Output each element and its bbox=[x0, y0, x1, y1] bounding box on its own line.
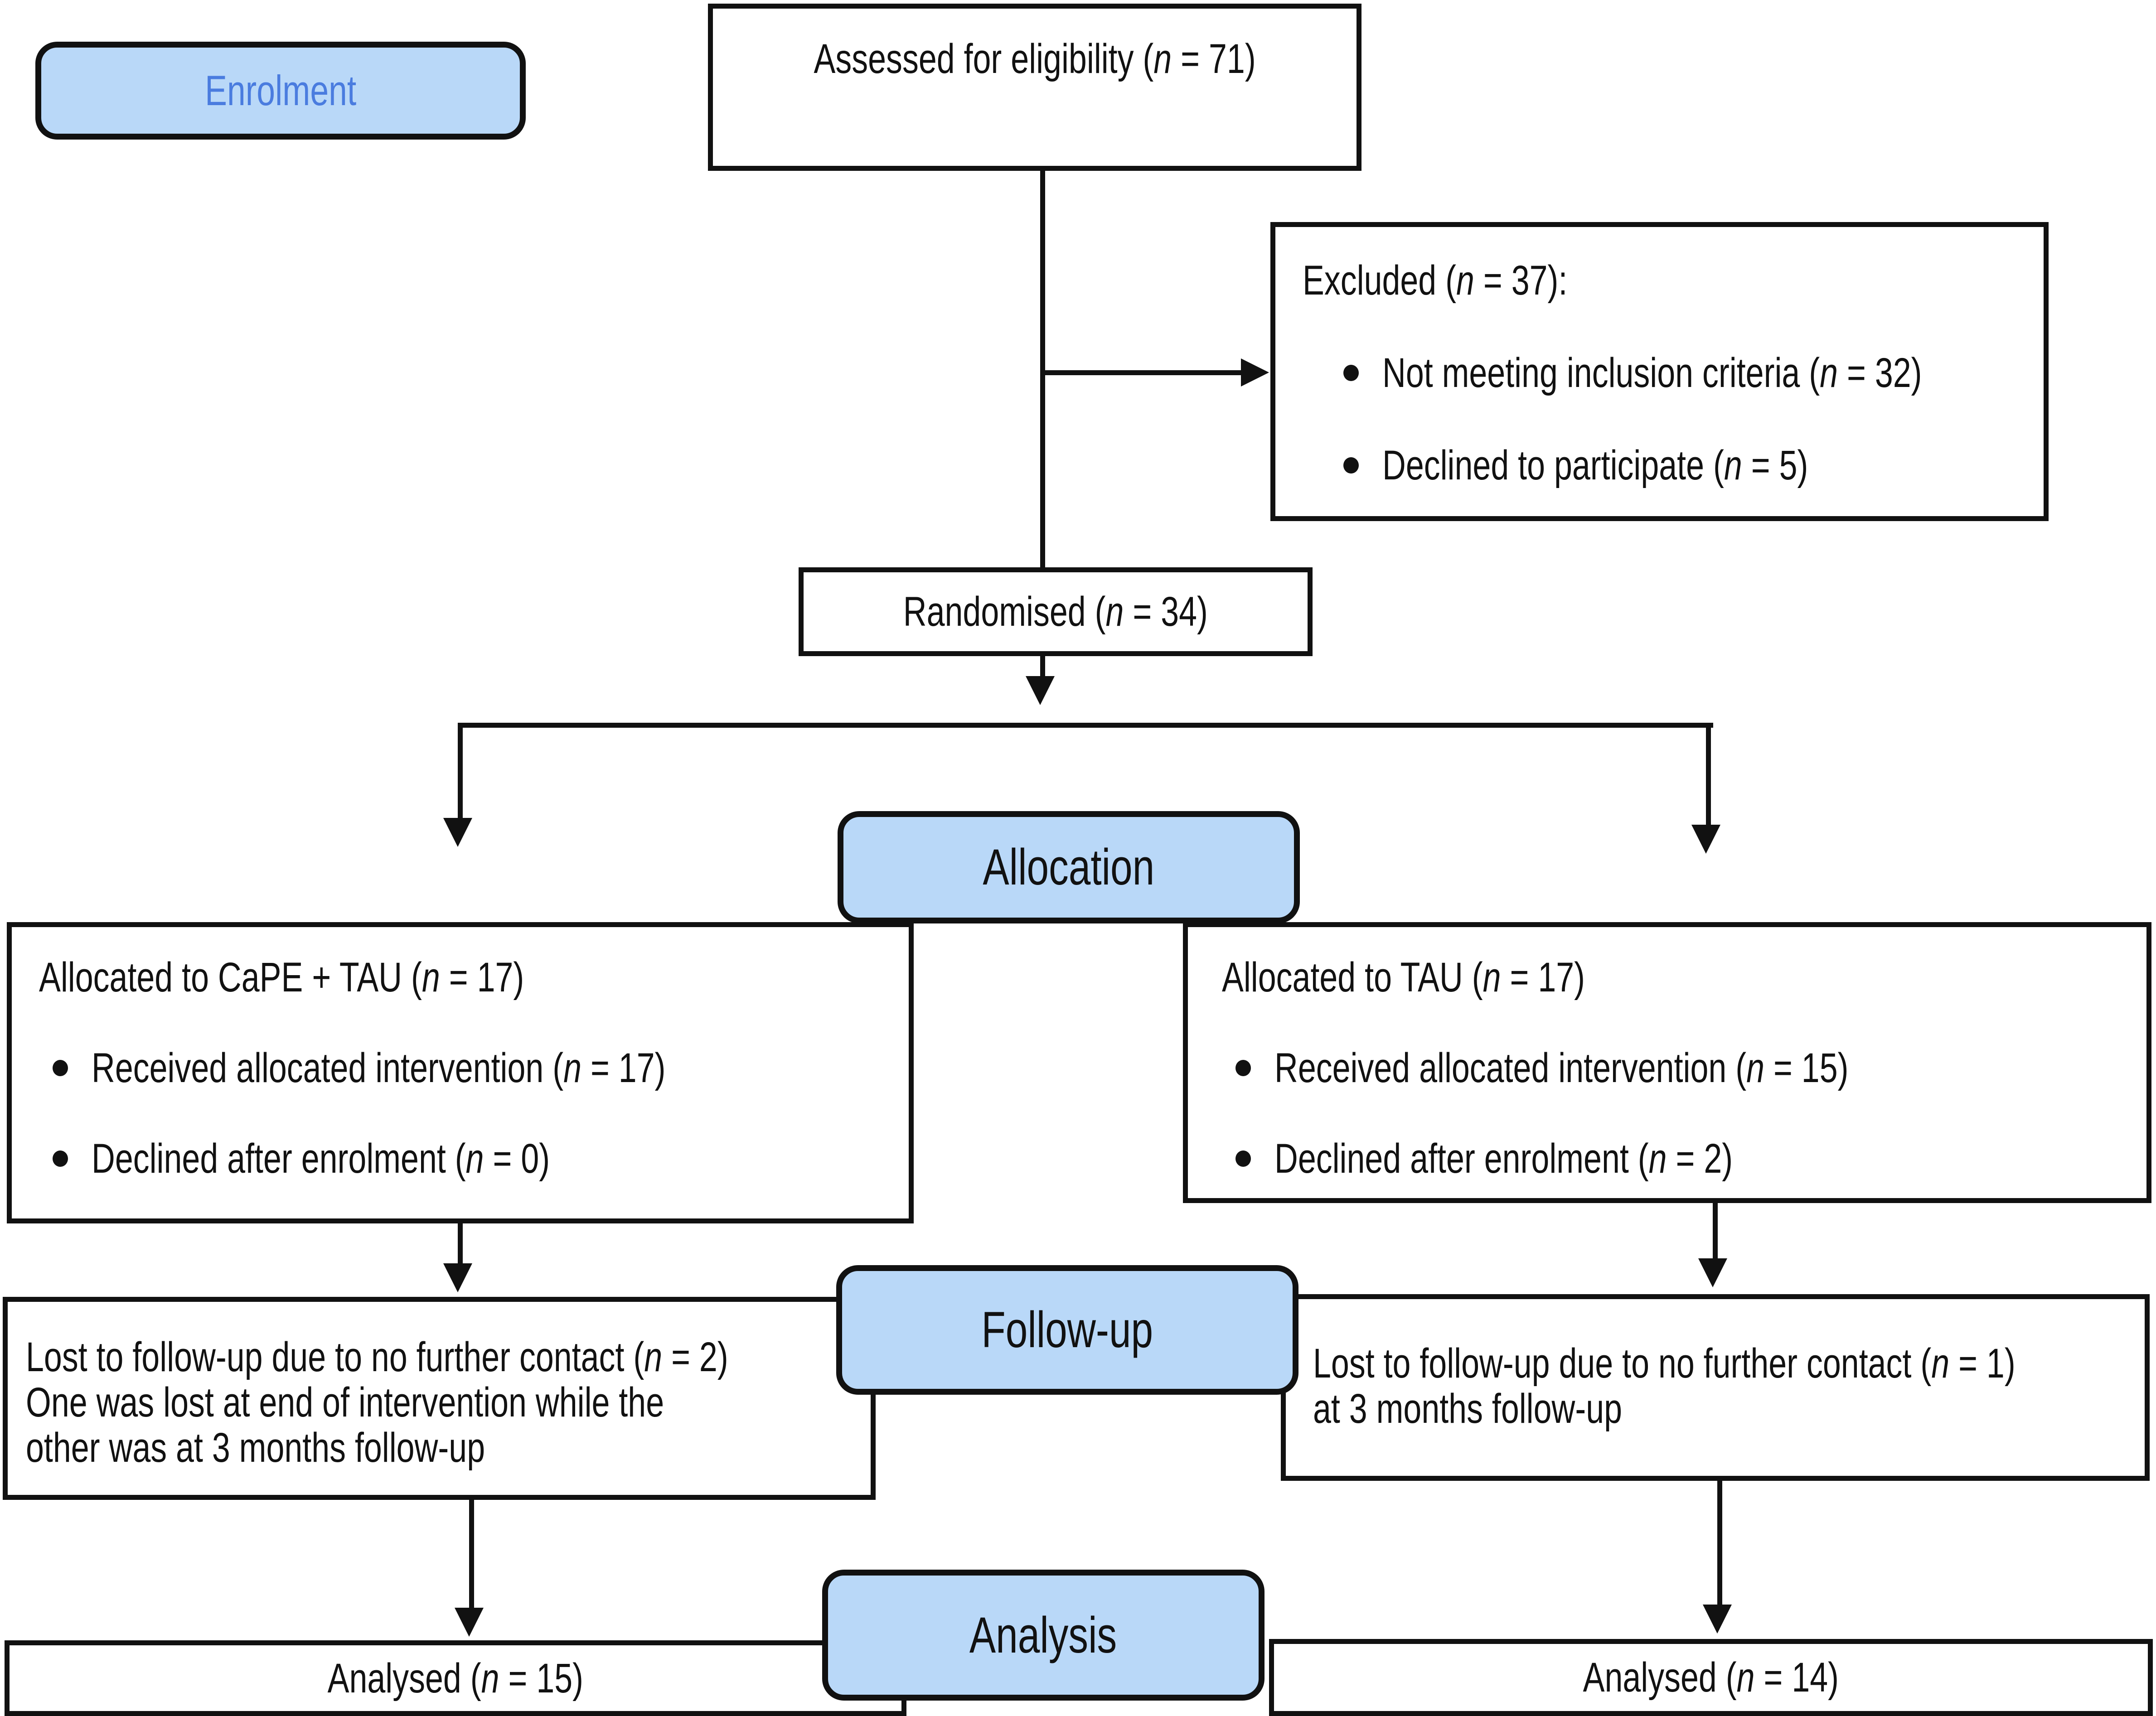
allocated-tau-title-row: Allocated to TAU (n = 17) bbox=[1222, 952, 2137, 1003]
analysed-tau-text: Analysed (n = 14) bbox=[1583, 1654, 1839, 1701]
box-lost-tau: Lost to follow-up due to no further cont… bbox=[1281, 1294, 2150, 1481]
allocated-cape-bullet: Received allocated intervention (n = 17) bbox=[92, 1045, 666, 1091]
line-split-left bbox=[458, 723, 463, 818]
line-alloc-right-to-followup bbox=[1713, 1203, 1718, 1258]
stage-followup-label: Follow-up bbox=[981, 1301, 1153, 1358]
allocated-tau-bullet: Declined after enrolment (n = 2) bbox=[1274, 1136, 1733, 1182]
stage-allocation-label: Allocation bbox=[983, 839, 1155, 895]
line-to-excluded bbox=[1042, 370, 1241, 375]
box-allocated-tau: Allocated to TAU (n = 17) Received alloc… bbox=[1183, 922, 2151, 1203]
excluded-title: Excluded (n = 37): bbox=[1303, 257, 1568, 304]
stage-enrolment-label: Enrolment bbox=[204, 67, 357, 114]
arrowhead-followup-left-icon bbox=[443, 1263, 472, 1292]
stage-analysis: Analysis bbox=[822, 1570, 1265, 1701]
box-lost-cape: Lost to follow-up due to no further cont… bbox=[3, 1297, 876, 1500]
bullet-icon bbox=[53, 1060, 68, 1076]
line-assessed-to-randomised bbox=[1040, 171, 1045, 567]
lost-tau-line: Lost to follow-up due to no further cont… bbox=[1313, 1340, 2015, 1387]
lost-cape-line: One was lost at end of intervention whil… bbox=[26, 1379, 664, 1426]
excluded-bullet: Not meeting inclusion criteria (n = 32) bbox=[1382, 350, 1922, 396]
allocated-cape-title-row: Allocated to CaPE + TAU (n = 17) bbox=[39, 952, 900, 1003]
line-followup-right-to-analysed bbox=[1717, 1481, 1722, 1605]
arrowhead-alloc-right-icon bbox=[1691, 825, 1720, 854]
arrowhead-followup-right-icon bbox=[1698, 1258, 1727, 1287]
stage-allocation: Allocation bbox=[838, 811, 1300, 923]
line-alloc-left-to-followup bbox=[458, 1223, 463, 1263]
excluded-title-row: Excluded (n = 37): bbox=[1303, 255, 2030, 306]
bullet-icon bbox=[1343, 365, 1359, 381]
allocated-tau-bullet: Received allocated intervention (n = 15) bbox=[1274, 1045, 1849, 1091]
lost-tau-line: at 3 months follow-up bbox=[1313, 1386, 1623, 1432]
box-assessed: Assessed for eligibility (n = 71) bbox=[708, 4, 1361, 171]
list-item: Declined to participate (n = 5) bbox=[1303, 440, 2030, 491]
allocated-cape-bullet: Declined after enrolment (n = 0) bbox=[92, 1136, 550, 1182]
allocated-tau-title: Allocated to TAU (n = 17) bbox=[1222, 954, 1585, 1001]
arrowhead-alloc-left-icon bbox=[443, 818, 472, 847]
allocated-cape-title: Allocated to CaPE + TAU (n = 17) bbox=[39, 954, 524, 1001]
arrowhead-analysed-left-icon bbox=[455, 1608, 484, 1637]
line-randomised-down bbox=[1040, 656, 1045, 676]
analysed-cape-text: Analysed (n = 15) bbox=[327, 1655, 584, 1701]
stage-analysis-label: Analysis bbox=[969, 1606, 1117, 1663]
list-item: Declined after enrolment (n = 0) bbox=[39, 1133, 900, 1184]
line-followup-left-to-analysed bbox=[469, 1500, 474, 1608]
arrowhead-analysed-right-icon bbox=[1703, 1605, 1732, 1634]
assessed-text: Assessed for eligibility (n = 71) bbox=[814, 36, 1256, 82]
bullet-icon bbox=[53, 1150, 68, 1167]
box-randomised: Randomised (n = 34) bbox=[799, 567, 1313, 656]
list-item: Received allocated intervention (n = 15) bbox=[1222, 1043, 2137, 1093]
line-split-right bbox=[1706, 723, 1711, 825]
bullet-icon bbox=[1235, 1150, 1251, 1167]
bullet-icon bbox=[1343, 457, 1359, 474]
box-excluded: Excluded (n = 37): Not meeting inclusion… bbox=[1270, 222, 2049, 521]
list-item: Received allocated intervention (n = 17) bbox=[39, 1043, 900, 1093]
excluded-bullet: Declined to participate (n = 5) bbox=[1382, 442, 1808, 488]
bullet-icon bbox=[1235, 1060, 1251, 1076]
stage-followup: Follow-up bbox=[836, 1265, 1298, 1395]
arrowhead-excluded-icon bbox=[1241, 358, 1269, 387]
box-allocated-cape: Allocated to CaPE + TAU (n = 17) Receive… bbox=[7, 922, 914, 1223]
stage-enrolment: Enrolment bbox=[35, 42, 526, 140]
box-analysed-cape: Analysed (n = 15) bbox=[5, 1640, 906, 1716]
box-analysed-tau: Analysed (n = 14) bbox=[1269, 1639, 2153, 1716]
arrowhead-split-icon bbox=[1026, 676, 1055, 705]
list-item: Not meeting inclusion criteria (n = 32) bbox=[1303, 348, 2030, 398]
randomised-text: Randomised (n = 34) bbox=[903, 589, 1208, 635]
lost-cape-line: Lost to follow-up due to no further cont… bbox=[26, 1334, 728, 1380]
line-split-horizontal bbox=[460, 723, 1713, 728]
list-item: Declined after enrolment (n = 2) bbox=[1222, 1133, 2137, 1184]
lost-cape-line: other was at 3 months follow-up bbox=[26, 1425, 485, 1471]
